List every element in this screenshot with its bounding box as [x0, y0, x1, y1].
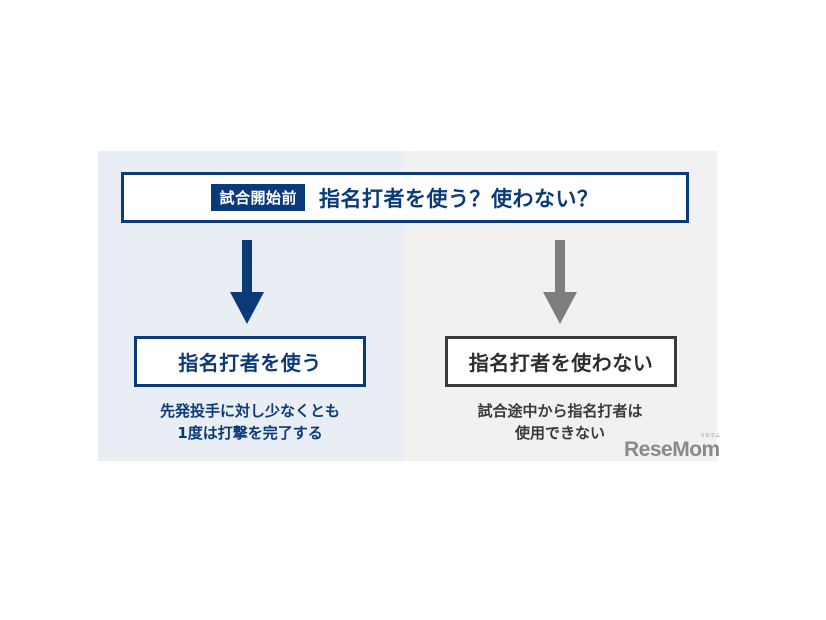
no-dh-box: 指名打者を使わない	[445, 336, 677, 387]
use-dh-description: 先発投手に対し少なくとも 1度は打撃を完了する	[110, 400, 390, 444]
resemom-logo: ReseMom	[624, 438, 720, 461]
use-dh-box: 指名打者を使う	[134, 336, 366, 387]
use-dh-label: 指名打者を使う	[178, 351, 322, 375]
desc-line: 先発投手に対し少なくとも	[159, 402, 340, 420]
desc-line: 試合途中から指名打者は	[477, 402, 643, 420]
pre-game-badge: 試合開始前	[211, 184, 305, 211]
down-arrow-icon	[230, 240, 264, 324]
desc-line: 使用できない	[514, 424, 605, 442]
down-arrow-icon	[543, 240, 577, 324]
question-text: 指名打者を使う？使わない？	[319, 186, 599, 211]
no-dh-label: 指名打者を使わない	[468, 351, 654, 375]
desc-line: 1度は打撃を完了する	[177, 424, 323, 442]
no-dh-description: 試合途中から指名打者は 使用できない	[420, 400, 700, 444]
question-box: 試合開始前 指名打者を使う？使わない？	[121, 172, 689, 223]
watermark-ruby: リセマム	[700, 433, 721, 439]
